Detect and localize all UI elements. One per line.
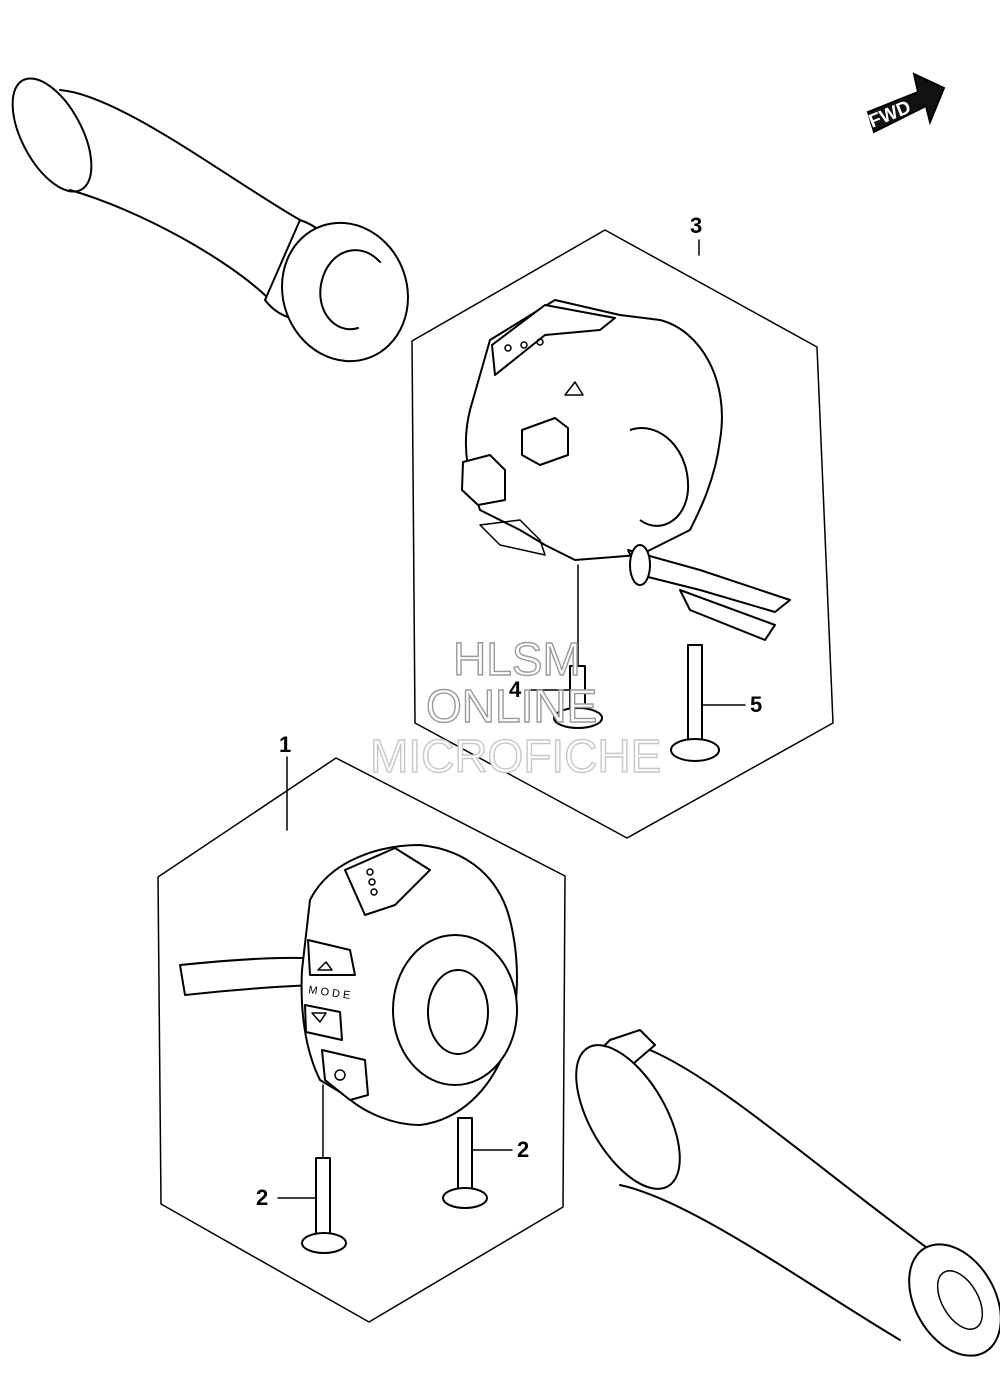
left-handlebar-switch: M O D E	[179, 844, 518, 1126]
mode-label: M O D E	[308, 984, 351, 1002]
callout-3: 3	[690, 213, 702, 238]
fwd-direction-badge: FWD	[866, 72, 946, 134]
screw-part-2-left	[277, 1084, 347, 1254]
watermark-line-3: MICROFICHE	[370, 730, 661, 782]
handlebar-grip-right	[575, 1029, 1000, 1357]
screw-part-2-right	[442, 1117, 513, 1209]
handlebar-grip-left	[11, 77, 409, 363]
callout-1: 1	[279, 732, 291, 757]
right-handlebar-switch	[461, 299, 791, 641]
assembly-outline-right-switch	[411, 229, 834, 839]
assembly-outline-left-switch	[157, 757, 566, 1323]
callout-2-left: 2	[256, 1185, 268, 1210]
watermark-line-1: HLSM	[453, 633, 581, 685]
screw-part-4	[553, 564, 603, 729]
callout-4: 4	[509, 677, 522, 702]
watermark: HLSM ONLINE MICROFICHE	[369, 632, 662, 782]
screw-part-5	[670, 644, 746, 762]
watermark-line-2: ONLINE	[426, 680, 597, 732]
callout-2-right: 2	[517, 1137, 529, 1162]
callout-5: 5	[750, 692, 762, 717]
